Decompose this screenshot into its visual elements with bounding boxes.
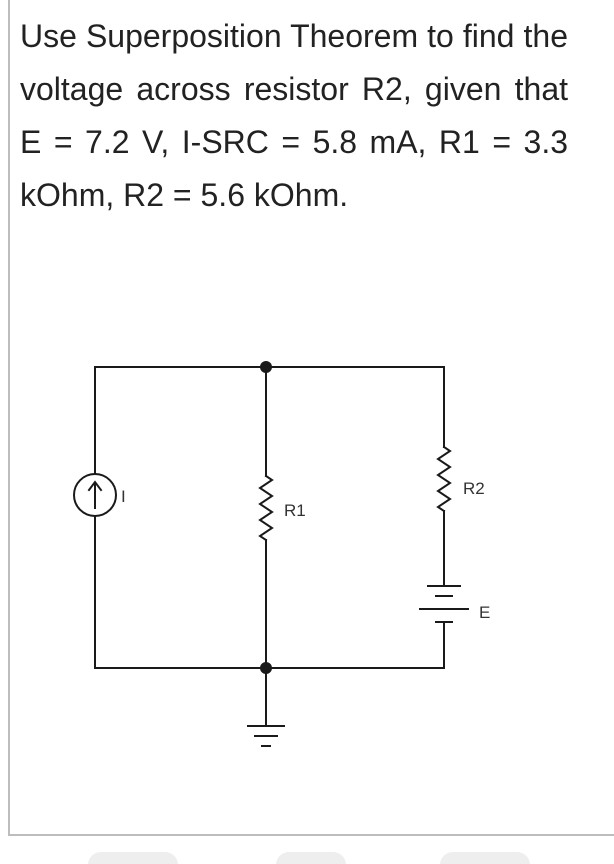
r1-resistor-icon (258, 474, 274, 542)
r1-label: R1 (284, 501, 306, 520)
toolbar-pill-2[interactable] (276, 852, 346, 864)
current-source-label: I (121, 487, 126, 506)
question-card (8, 0, 614, 836)
toolbar-pill-3[interactable] (440, 852, 530, 864)
question-text: Use Superposition Theorem to find the vo… (20, 18, 568, 213)
junction-top-dot (260, 361, 272, 373)
junction-bottom-dot (260, 662, 272, 674)
r2-label: R2 (463, 479, 485, 498)
battery-icon (419, 585, 469, 623)
battery-label: E (479, 603, 490, 622)
current-source-icon (73, 473, 117, 517)
bottom-toolbar (0, 838, 614, 864)
r2-resistor-icon (436, 445, 452, 513)
ground-icon (247, 725, 285, 747)
toolbar-pill-1[interactable] (88, 852, 178, 864)
